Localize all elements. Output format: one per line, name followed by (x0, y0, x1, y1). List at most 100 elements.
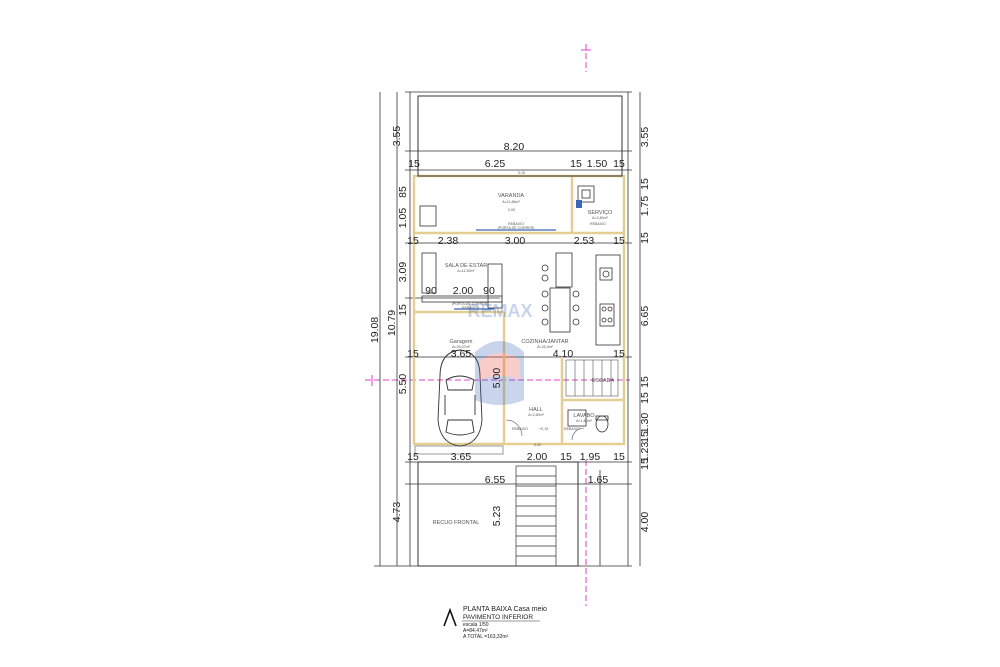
dim-mid-wall-left: 15 (407, 235, 419, 247)
dim-left-overall: 19.08 (369, 317, 381, 343)
north-arrow-icon (443, 607, 457, 627)
dim-left-h: 4.73 (391, 502, 403, 523)
dim-kitchen-wall-right: 15 (613, 348, 625, 360)
watermark-logo: REMAX (467, 301, 533, 405)
dim-bot-e: 1.65 (588, 474, 609, 486)
title-line2: PAVIMENTO INFERIOR (463, 614, 533, 621)
room-cozinha-name: COZINHA/JANTAR (521, 339, 568, 345)
room-servico-name: SERVIÇO (588, 210, 613, 216)
title-total: A TOTAL =163,32m² (463, 634, 509, 640)
dim-bot-b: 2.00 (527, 451, 548, 463)
room-recuo-name: RECUO FRONTAL (433, 520, 480, 526)
room-escada-name: ESCADA (592, 378, 615, 384)
note-porta-sofa: (PORTA DE CORRER) (452, 302, 489, 306)
dim-bot-wall-right: 15 (613, 451, 625, 463)
dim-top-span-b: 1.50 (587, 158, 608, 170)
dim-right-k: 4.00 (639, 512, 651, 533)
door-swings (505, 419, 585, 441)
note-rebaixo-serv: REBAIXO (590, 222, 606, 226)
interior-stairs (565, 359, 619, 397)
level-varanda-top: 0,15 (518, 171, 525, 175)
title-block: PLANTA BAIXA Casa meio PAVIMENTO INFERIO… (443, 606, 547, 640)
dim-right-h2: 15 (639, 431, 651, 443)
front-stairs (515, 465, 557, 567)
dim-left-i: 5.23 (491, 506, 503, 527)
room-lavabo-area: A=1,60m² (576, 419, 592, 423)
dim-garage-w: 3.65 (451, 348, 472, 360)
dim-left-c: 1.05 (397, 208, 409, 229)
room-servico-area: A=2,80m² (592, 216, 608, 220)
dim-sofa-a: 90 (425, 285, 437, 297)
dim-bot-wall-left: 15 (407, 451, 419, 463)
level-varanda: 0,00 (508, 208, 515, 212)
title-scale: escala 1/50 (463, 622, 489, 628)
dim-right-i: 1.23 (639, 442, 651, 463)
dim-bot-c: 1.95 (580, 451, 601, 463)
dim-left-e: 15 (397, 304, 409, 316)
dim-right-j: 15 (639, 458, 651, 470)
dim-left-b: 85 (397, 186, 409, 198)
kitchen-fixtures (541, 252, 621, 346)
dim-left-mid: 10.79 (386, 310, 398, 336)
right-dims: 3.55 15 1.75 15 6.65 15 15 1.30 15 1.23 … (639, 127, 651, 533)
car-icon (437, 349, 483, 447)
dim-bot-a: 3.65 (451, 451, 472, 463)
room-garagem-name: Garagem (450, 339, 473, 345)
dim-mid-a: 2.38 (438, 235, 459, 247)
dim-right-f: 15 (639, 376, 651, 388)
note-rebaixo-top: REBAIXO (508, 222, 524, 226)
room-hall-name: HALL (529, 407, 543, 413)
room-hall-area: A=2,80m² (528, 413, 544, 417)
dim-right-b: 15 (639, 178, 651, 190)
dim-garage-wall-left: 15 (407, 348, 419, 360)
dim-garage-depth: 5.00 (491, 368, 503, 389)
sofa (421, 252, 503, 309)
title-area: A=84,47m² (463, 628, 488, 634)
dim-top-wall-right: 15 (613, 158, 625, 170)
room-sala-name: SALA DE ESTAR (445, 263, 487, 269)
walls (412, 174, 626, 446)
service-fixtures (419, 185, 595, 227)
room-cozinha-area: A=25,3m² (537, 345, 553, 349)
dim-mid-b: 3.00 (505, 235, 526, 247)
lavabo-fixtures (567, 409, 609, 433)
dim-left-f: 5.50 (397, 374, 409, 395)
note-rebaixo-lav: REBAIXO (564, 427, 580, 431)
dim-top-wall-mid: 15 (570, 158, 582, 170)
dim-sofa-c: 90 (483, 285, 495, 297)
dim-bot-d: 6.55 (485, 474, 506, 486)
room-varanda-area: A=11,86m² (502, 200, 520, 204)
note-rebaixo-hall: REBAIXO (512, 427, 528, 431)
level-marks: 0,15 0,00 +0,15 0,00 (508, 171, 548, 447)
dim-right-h1: 15 (639, 392, 651, 404)
dim-right-e: 6.65 (639, 306, 651, 327)
dim-top-overall: 8.20 (504, 141, 525, 153)
dim-mid-wall-right: 15 (613, 235, 625, 247)
note-rebaixo-sofa: REBAIXO (462, 306, 478, 310)
title-line1: PLANTA BAIXA Casa meio (463, 606, 547, 613)
dim-top-wall-left: 15 (408, 158, 420, 170)
dim-right-c: 1.75 (639, 196, 651, 217)
room-sala-area: A=11,50m² (457, 269, 475, 273)
level-entrance: 0,00 (534, 443, 541, 447)
plan-notes: REBAIXO (PORTA DE CORRER) (PORTA DE CORR… (452, 222, 607, 431)
watermark-text: REMAX (467, 301, 532, 321)
dim-mid-c: 2.53 (574, 235, 595, 247)
dim-kitchen-w: 4.10 (553, 348, 574, 360)
doors (454, 229, 556, 310)
level-hall: +0,15 (539, 427, 548, 431)
dim-right-d: 15 (639, 232, 651, 244)
room-varanda-name: VARANDA (498, 193, 525, 199)
room-garagem-area: A=20,07m² (452, 345, 470, 349)
room-lavabo-name: LAVABO (573, 413, 595, 419)
outline (414, 95, 623, 567)
dim-right-a: 3.55 (639, 127, 651, 148)
dim-left-d: 3.09 (397, 262, 409, 283)
dim-sofa-b: 2.00 (453, 285, 474, 297)
left-dims: 19.08 10.79 3.55 85 1.05 3.09 15 5.50 4.… (369, 126, 503, 527)
dim-left-a: 3.55 (391, 126, 403, 147)
note-porta-top: (PORTA DE CORRER) (498, 226, 535, 230)
dim-top-span-a: 6.25 (485, 158, 506, 170)
dim-bot-wall-mid: 15 (560, 451, 572, 463)
